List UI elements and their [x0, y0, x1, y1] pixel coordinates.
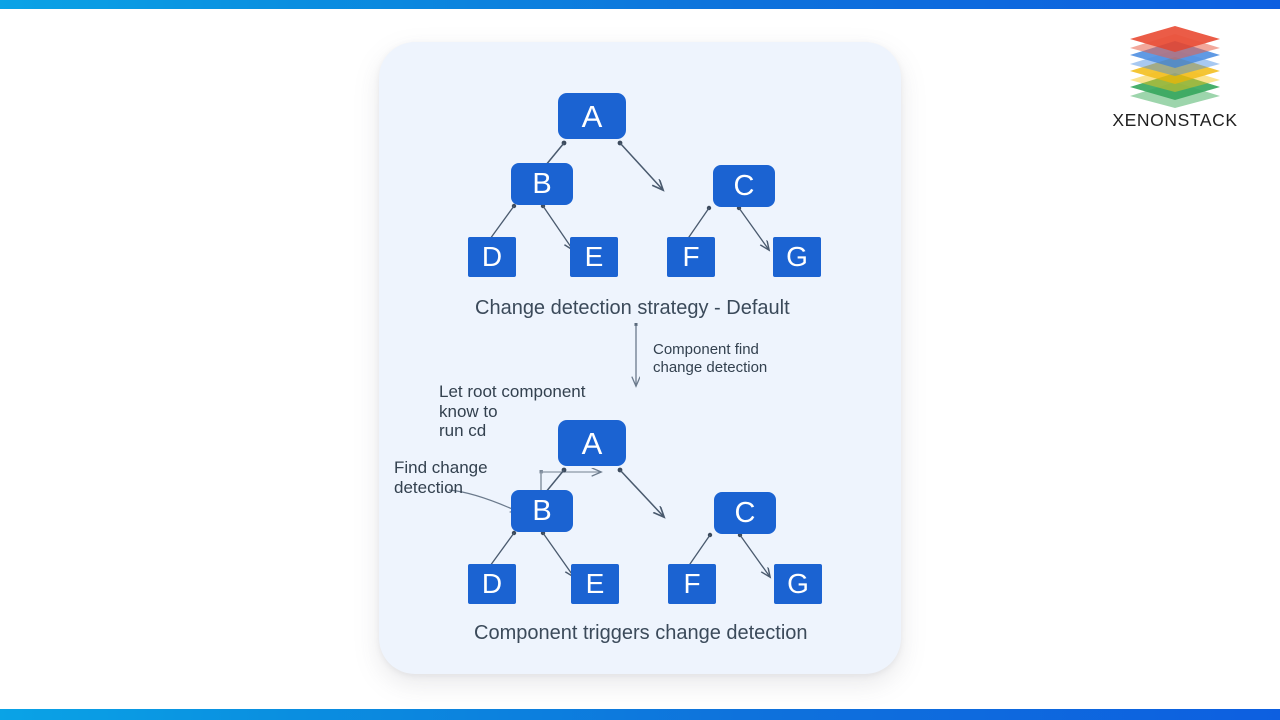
- node-f-bottom[interactable]: F: [668, 564, 716, 604]
- node-g-top[interactable]: G: [773, 237, 821, 277]
- node-d-bottom[interactable]: D: [468, 564, 516, 604]
- top-accent-bar: [0, 0, 1280, 9]
- node-d-top[interactable]: D: [468, 237, 516, 277]
- diagram-card: A B C D E F G Change detection strategy …: [379, 42, 901, 674]
- node-b-bottom[interactable]: B: [511, 490, 573, 532]
- brand-name: XENONSTACK: [1112, 110, 1238, 130]
- annotation-find-change-detection: Find change detection: [394, 458, 488, 497]
- node-e-top[interactable]: E: [570, 237, 618, 277]
- node-f-top[interactable]: F: [667, 237, 715, 277]
- annotation-let-root-component: Let root component know to run cd: [439, 382, 586, 441]
- node-c-top[interactable]: C: [713, 165, 775, 207]
- bottom-accent-bar: [0, 709, 1280, 720]
- transition-arrow: [635, 323, 638, 386]
- node-a-bottom[interactable]: A: [558, 420, 626, 466]
- node-c-bottom[interactable]: C: [714, 492, 776, 534]
- caption-top: Change detection strategy - Default: [475, 297, 790, 319]
- node-a-top[interactable]: A: [558, 93, 626, 139]
- edge-c-g-top: [736, 205, 769, 250]
- diagram-connectors: [448, 140, 901, 674]
- edge-c-g-bottom: [737, 532, 770, 577]
- caption-bottom: Component triggers change detection: [474, 622, 808, 644]
- annotation-transition: Component find change detection: [653, 341, 768, 376]
- edge-b-e-bottom: [540, 530, 574, 577]
- diagram-stage: A B C D E F G Change detection strategy …: [379, 42, 901, 674]
- stacked-layers-icon: [1130, 26, 1220, 108]
- node-e-bottom[interactable]: E: [571, 564, 619, 604]
- edge-a-c-bottom: [617, 467, 664, 517]
- node-b-top[interactable]: B: [511, 163, 573, 205]
- edge-a-c-top: [617, 140, 663, 190]
- node-g-bottom[interactable]: G: [774, 564, 822, 604]
- brand-logo: XENONSTACK: [1106, 26, 1244, 131]
- edge-b-e-top: [540, 203, 573, 250]
